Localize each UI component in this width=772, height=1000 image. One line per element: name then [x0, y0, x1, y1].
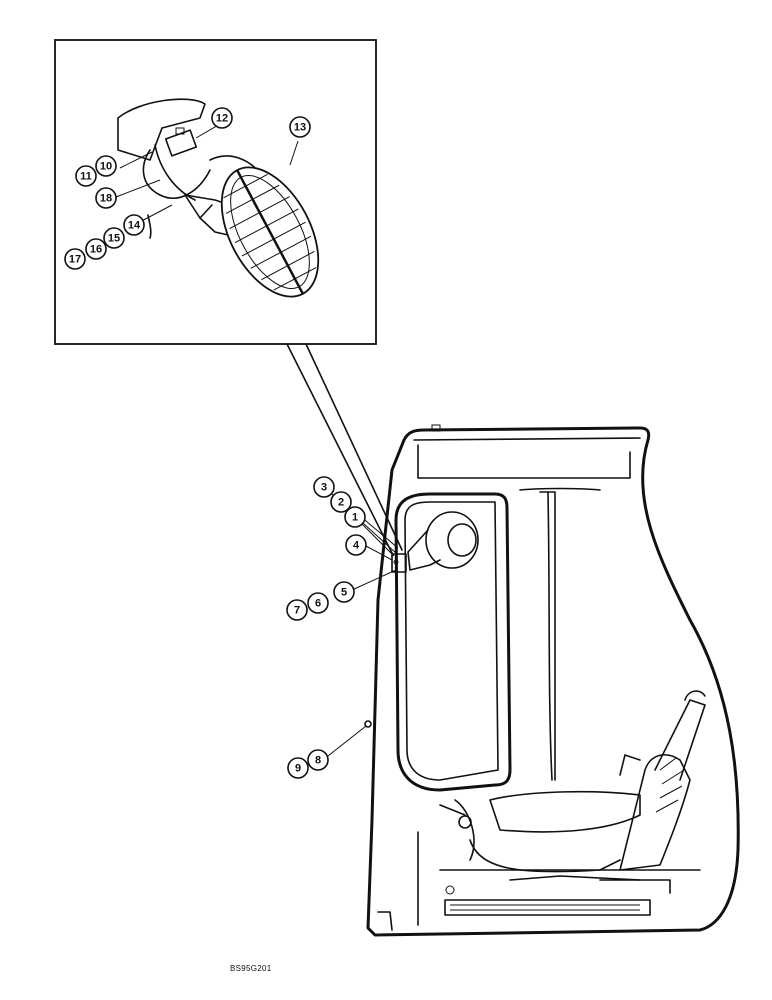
callout-14: 14 — [123, 214, 145, 236]
callout-circle — [330, 491, 352, 513]
callout-5: 5 — [333, 581, 355, 603]
cab-body — [327, 424, 740, 937]
callout-circle — [85, 238, 107, 260]
callout-2: 2 — [330, 491, 352, 513]
callout-17: 17 — [64, 248, 86, 270]
callout-circle — [95, 155, 117, 177]
callout-number: 10 — [100, 161, 112, 173]
callout-18: 18 — [95, 187, 117, 209]
callout-6: 6 — [307, 592, 329, 614]
callout-circle — [103, 227, 125, 249]
callout-circle — [307, 749, 329, 771]
callout-1: 1 — [344, 506, 366, 528]
callout-circle — [211, 107, 233, 129]
callout-circle — [95, 187, 117, 209]
callout-4: 4 — [345, 534, 367, 556]
callout-13: 13 — [289, 116, 311, 138]
callout-circle — [345, 534, 367, 556]
callout-circle — [287, 757, 309, 779]
callout-16: 16 — [85, 238, 107, 260]
callout-number: 8 — [315, 755, 321, 767]
callout-number: 9 — [295, 763, 301, 775]
callout-circle — [313, 476, 335, 498]
callout-8: 8 — [307, 749, 329, 771]
callout-number: 15 — [108, 233, 120, 245]
callout-number: 17 — [69, 254, 81, 266]
callout-circle — [64, 248, 86, 270]
callout-number: 12 — [216, 113, 228, 125]
cab-work-lamp — [391, 511, 479, 573]
callout-circle — [307, 592, 329, 614]
callout-12: 12 — [211, 107, 233, 129]
callout-10: 10 — [95, 155, 117, 177]
callout-number: 4 — [353, 540, 360, 552]
callout-9: 9 — [287, 757, 309, 779]
callout-number: 16 — [90, 244, 102, 256]
callout-circle — [286, 599, 308, 621]
callout-circle — [75, 165, 97, 187]
callout-circle — [289, 116, 311, 138]
callout-7: 7 — [286, 599, 308, 621]
callout-15: 15 — [103, 227, 125, 249]
callout-circle — [333, 581, 355, 603]
callout-number: 3 — [321, 482, 327, 494]
drawing-code: BS95G201 — [230, 964, 272, 973]
callout-number: 6 — [315, 598, 321, 610]
callout-number: 14 — [128, 220, 141, 232]
callout-number: 1 — [352, 512, 358, 524]
callout-number: 5 — [341, 587, 347, 599]
callout-number: 2 — [338, 497, 344, 509]
callout-number: 18 — [100, 193, 112, 205]
callout-11: 11 — [75, 165, 97, 187]
callout-number: 11 — [80, 171, 92, 183]
callout-number: 7 — [294, 605, 300, 617]
callout-3: 3 — [313, 476, 335, 498]
callout-number: 13 — [294, 122, 306, 134]
callout-circle — [123, 214, 145, 236]
callout-circle — [344, 506, 366, 528]
